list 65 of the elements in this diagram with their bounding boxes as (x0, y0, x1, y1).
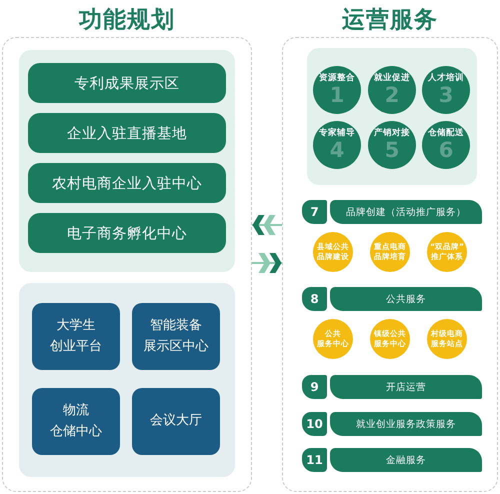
feature-circle (370, 232, 410, 272)
circle-label: 人才培训 (428, 74, 464, 84)
item-label: 农村电商企业入驻中心 (52, 174, 202, 192)
step-number: 1 (330, 84, 344, 106)
rounded-bar (28, 63, 226, 103)
rounded-bar (28, 213, 226, 253)
circle-label: 专家辅导 (319, 129, 355, 139)
item-label: 物流仓储中心 (50, 402, 102, 440)
item-label: 开店运营 (386, 380, 426, 394)
circle-label: 就业促进 (374, 74, 410, 84)
item-label: 会议大厅 (150, 412, 202, 430)
rounded-tile (132, 303, 220, 370)
number-tab (302, 448, 327, 472)
step-number: 11 (306, 453, 323, 467)
item-label: 电子商务孵化中心 (67, 224, 187, 242)
feature-circle (370, 319, 410, 359)
step-number: 9 (310, 380, 319, 394)
service-circle (422, 121, 470, 169)
service-bar (330, 375, 482, 399)
item-label: 公共服务 (386, 292, 426, 306)
rounded-bar (28, 113, 226, 153)
rounded-tile (32, 388, 120, 455)
rounded-tile (32, 303, 120, 370)
circle-label: 仓储配送 (428, 129, 464, 139)
feature-circle (427, 319, 467, 359)
rounded-bar (28, 163, 226, 203)
service-circle (368, 121, 416, 169)
panel-heading: 运营服务 (342, 6, 438, 35)
service-bar (330, 412, 482, 436)
step-number: 8 (310, 292, 319, 306)
panel-heading: 功能规划 (79, 6, 175, 35)
step-number: 10 (306, 417, 323, 431)
item-label: 金融服务 (386, 454, 426, 466)
service-bar (330, 287, 482, 311)
service-circle (422, 66, 470, 114)
step-number: 3 (438, 84, 454, 106)
service-circle (313, 121, 361, 169)
step-number: 6 (438, 140, 454, 161)
feature-circle (313, 232, 353, 272)
step-number: 4 (330, 140, 344, 161)
service-circle (368, 66, 416, 114)
feature-circle (427, 232, 467, 272)
service-bar (330, 448, 482, 472)
panel-background (19, 50, 235, 272)
number-tab (302, 375, 327, 399)
item-label: 就业创业服务政策服务 (356, 418, 456, 430)
feature-circle (313, 319, 353, 359)
step-number: 7 (310, 205, 319, 219)
rounded-tile (132, 388, 220, 455)
item-label: 智能装备展示区中心 (144, 316, 208, 356)
circle-label: 产销对接 (374, 129, 410, 139)
item-label: 大学生创业平台 (50, 316, 102, 356)
number-tab (302, 287, 327, 311)
panel-background (307, 48, 477, 185)
panel-background (19, 283, 235, 477)
item-label: 品牌创建（活动推广服务） (346, 206, 466, 218)
service-circle (313, 66, 361, 114)
step-number: 5 (384, 140, 400, 161)
item-label: 专利成果展示区 (74, 74, 180, 92)
item-label: 企业入驻直播基地 (67, 124, 187, 142)
circle-label: 资源整合 (319, 74, 355, 84)
service-bar (330, 200, 482, 224)
step-number: 2 (384, 84, 400, 106)
number-tab (302, 412, 327, 436)
number-tab (302, 200, 327, 224)
